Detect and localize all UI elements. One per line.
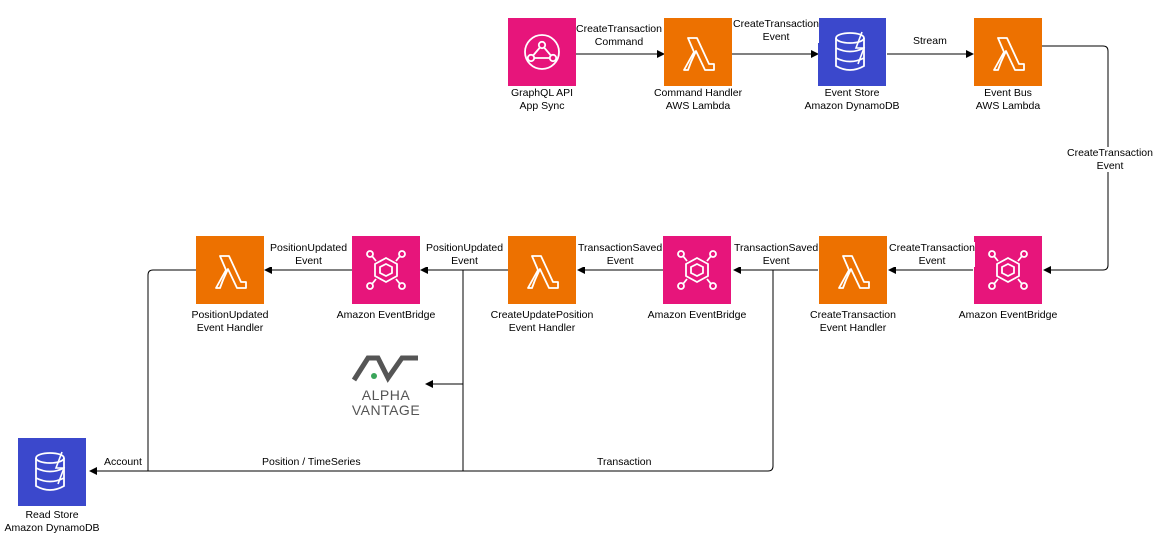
- alpha-vantage-line2: VANTAGE: [351, 402, 421, 418]
- lambda-icon: [215, 255, 247, 289]
- edge-label-transaction: Transaction: [597, 456, 652, 468]
- eventbridge-icon: [677, 250, 717, 290]
- cup-handler-node: [508, 236, 576, 304]
- lambda-icon: [838, 255, 870, 289]
- dynamodb-icon: [835, 31, 866, 71]
- event-bus-node: [974, 18, 1042, 86]
- eventbridge-mid-node: [663, 236, 731, 304]
- eventbridge-right-node: [974, 236, 1042, 304]
- edge-label-account: Account: [104, 456, 142, 468]
- alpha-vantage-logo: [351, 355, 418, 383]
- eventbridge-right-label: Amazon EventBridge: [958, 309, 1058, 321]
- graphql-api-node: [508, 18, 576, 86]
- alpha-vantage-line1: ALPHA: [361, 387, 411, 403]
- edge-transaction: [463, 270, 774, 472]
- eventbridge-icon: [366, 250, 406, 290]
- lambda-icon: [527, 255, 559, 289]
- ct-handler-node: [819, 236, 887, 304]
- eventbridge-left-label: Amazon EventBridge: [336, 309, 436, 321]
- event-store-node: [818, 18, 886, 86]
- edge-account: [89, 269, 196, 475]
- eventbridge-mid-label: Amazon EventBridge: [647, 309, 747, 321]
- edge-label-stream: Stream: [913, 35, 947, 48]
- lambda-icon: [993, 37, 1025, 71]
- dynamodb-icon: [35, 451, 66, 491]
- edge-label-position-ts: Position / TimeSeries: [262, 456, 361, 468]
- lambda-icon: [683, 37, 715, 71]
- read-store-node: [18, 438, 86, 506]
- eventbridge-icon: [988, 250, 1028, 290]
- appsync-icon: [524, 34, 560, 70]
- command-handler-node: [664, 18, 732, 86]
- eventbridge-left-node: [352, 236, 420, 304]
- pu-handler-node: [196, 236, 264, 304]
